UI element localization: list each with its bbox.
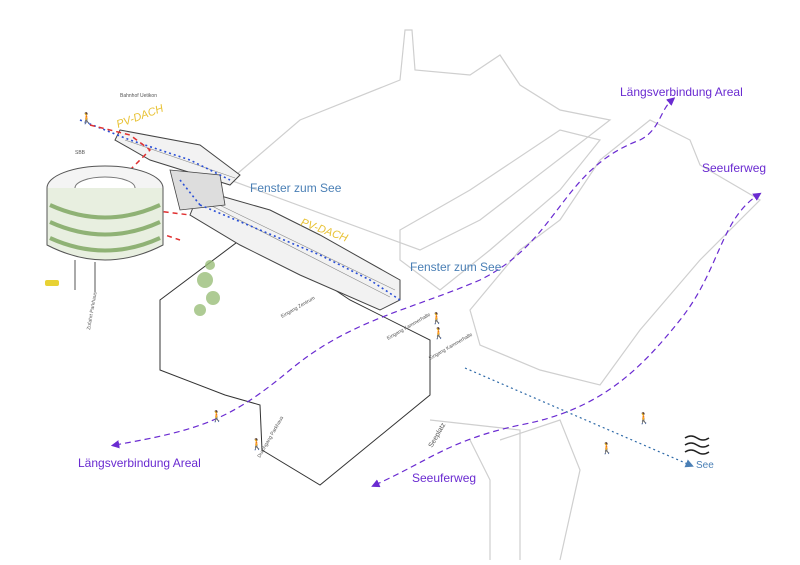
bahnhof-label: Bahnhof Uetikon xyxy=(120,93,157,99)
pedestrian-icon: 🚶 xyxy=(432,327,446,340)
zufahrt-label: Zufahrt Parkhaus xyxy=(86,291,99,330)
hall-building-outline xyxy=(470,120,760,385)
context-buildings xyxy=(230,30,760,560)
laengsverbindung-top-label: Längsverbindung Areal xyxy=(620,85,743,99)
shore-outline-1 xyxy=(430,420,520,560)
pedestrian-icon: 🚶 xyxy=(637,412,651,425)
car-icon xyxy=(45,280,59,286)
fenster-zum-see-label-2: Fenster zum See xyxy=(410,260,502,274)
stair-block xyxy=(170,170,225,210)
seeuferweg-bottom-label: Seeuferweg xyxy=(412,471,476,485)
fenster-zum-see-label-1: Fenster zum See xyxy=(250,181,342,195)
pedestrian-icon: 🚶 xyxy=(80,112,94,125)
shore-outline-2 xyxy=(500,420,580,560)
eingang-label-3: Eingang Zentrum xyxy=(280,295,316,319)
tree-vegetation xyxy=(194,260,220,316)
shore-outline-3 xyxy=(470,440,490,560)
bridge-segment-main xyxy=(190,190,400,310)
seeuferweg-right-label: Seeuferweg xyxy=(702,161,766,175)
spiral-parking-garage xyxy=(47,166,163,292)
pedestrian-icon: 🚶 xyxy=(210,410,224,423)
factory-building-outline xyxy=(230,30,610,250)
pedestrian-icon: 🚶 xyxy=(600,442,614,455)
sbb-label: SBB xyxy=(75,150,86,156)
see-label: See xyxy=(696,460,714,471)
laengsverbindung-bottom-label: Längsverbindung Areal xyxy=(78,456,201,470)
seeplatz-label: Seeplatz xyxy=(428,421,448,449)
pedestrian-icon: 🚶 xyxy=(430,312,444,325)
lake-axis-line xyxy=(465,368,690,465)
pv-dach-label-1: PV-DACH xyxy=(115,103,165,131)
water-icon xyxy=(685,436,709,454)
